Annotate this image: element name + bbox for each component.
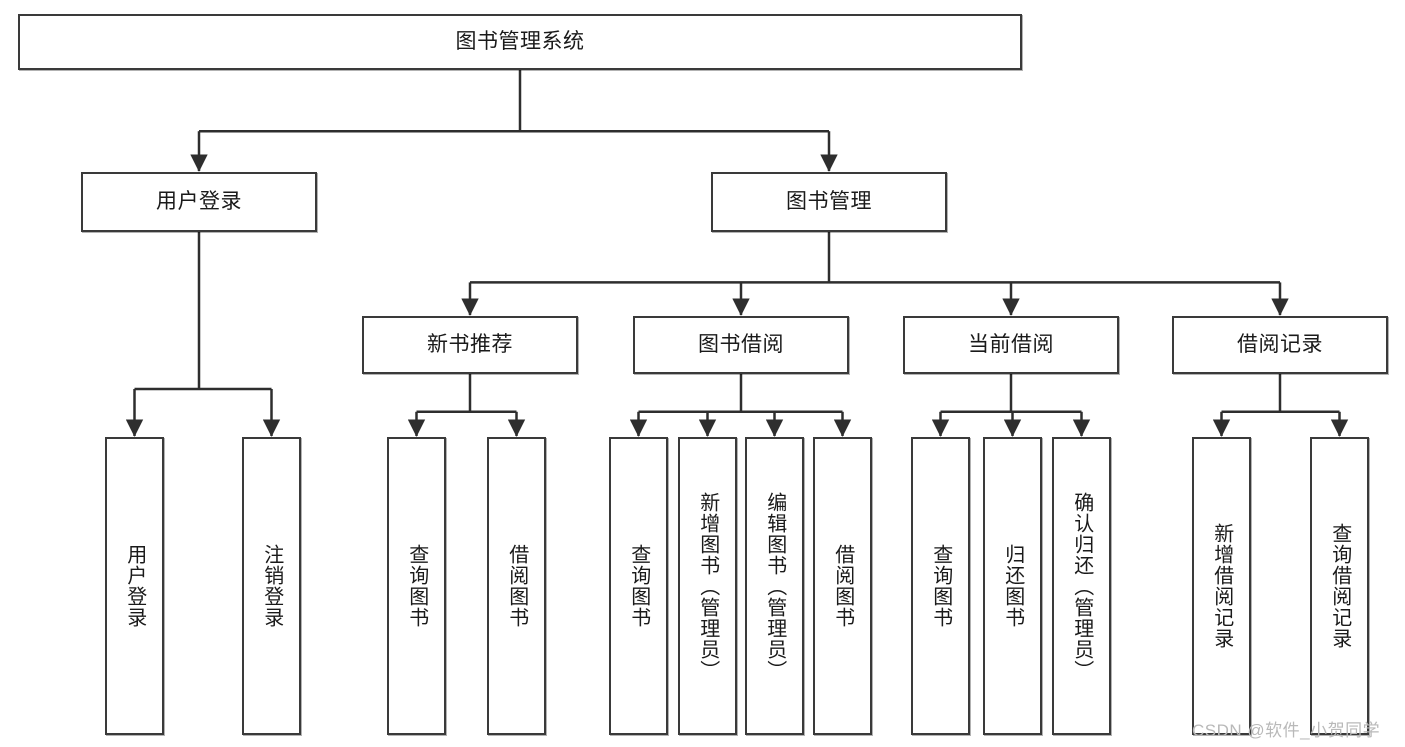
watermark-text: CSDN @软件_小贺同学 — [1192, 721, 1381, 740]
node-label: 查询图书 — [405, 544, 428, 628]
node-label: 用户登录 — [123, 544, 146, 628]
node-label: 编辑图书（管理员） — [763, 491, 786, 681]
node-label: 查询图书 — [627, 544, 650, 628]
node-label: 图书管理系统 — [455, 30, 585, 54]
node-label: 新增图书（管理员） — [696, 491, 719, 681]
node-label: 新书推荐 — [427, 333, 513, 357]
node-label: 归还图书 — [1001, 544, 1024, 628]
node-label: 查询图书 — [929, 544, 952, 628]
node-leaf-11[interactable]: 确认归还（管理员） — [1052, 437, 1111, 735]
node-label: 查询借阅记录 — [1328, 523, 1351, 649]
node-label: 借阅记录 — [1237, 333, 1323, 357]
node-leaf-3[interactable]: 查询图书 — [387, 437, 446, 735]
node-l2-borrow[interactable]: 图书借阅 — [633, 316, 849, 374]
node-label: 确认归还（管理员） — [1070, 491, 1093, 681]
node-label: 新增借阅记录 — [1210, 523, 1233, 649]
node-label: 借阅图书 — [831, 544, 854, 628]
node-label: 当前借阅 — [968, 333, 1054, 357]
node-leaf-12[interactable]: 新增借阅记录 — [1192, 437, 1251, 735]
node-label: 图书借阅 — [698, 333, 784, 357]
node-l2-record[interactable]: 借阅记录 — [1172, 316, 1388, 374]
node-leaf-4[interactable]: 借阅图书 — [487, 437, 546, 735]
node-leaf-1[interactable]: 用户登录 — [105, 437, 164, 735]
node-l1-login[interactable]: 用户登录 — [81, 172, 317, 232]
node-l2-newbook[interactable]: 新书推荐 — [362, 316, 578, 374]
node-label: 借阅图书 — [505, 544, 528, 628]
node-leaf-13[interactable]: 查询借阅记录 — [1310, 437, 1369, 735]
node-l2-current[interactable]: 当前借阅 — [903, 316, 1119, 374]
node-leaf-8[interactable]: 借阅图书 — [813, 437, 872, 735]
node-label: 用户登录 — [156, 190, 242, 214]
node-leaf-2[interactable]: 注销登录 — [242, 437, 301, 735]
node-label: 图书管理 — [786, 190, 872, 214]
node-leaf-7[interactable]: 编辑图书（管理员） — [745, 437, 804, 735]
node-label: 注销登录 — [260, 544, 283, 628]
node-l1-book[interactable]: 图书管理 — [711, 172, 947, 232]
node-root[interactable]: 图书管理系统 — [18, 14, 1022, 70]
node-leaf-9[interactable]: 查询图书 — [911, 437, 970, 735]
node-leaf-6[interactable]: 新增图书（管理员） — [678, 437, 737, 735]
node-leaf-5[interactable]: 查询图书 — [609, 437, 668, 735]
node-leaf-10[interactable]: 归还图书 — [983, 437, 1042, 735]
